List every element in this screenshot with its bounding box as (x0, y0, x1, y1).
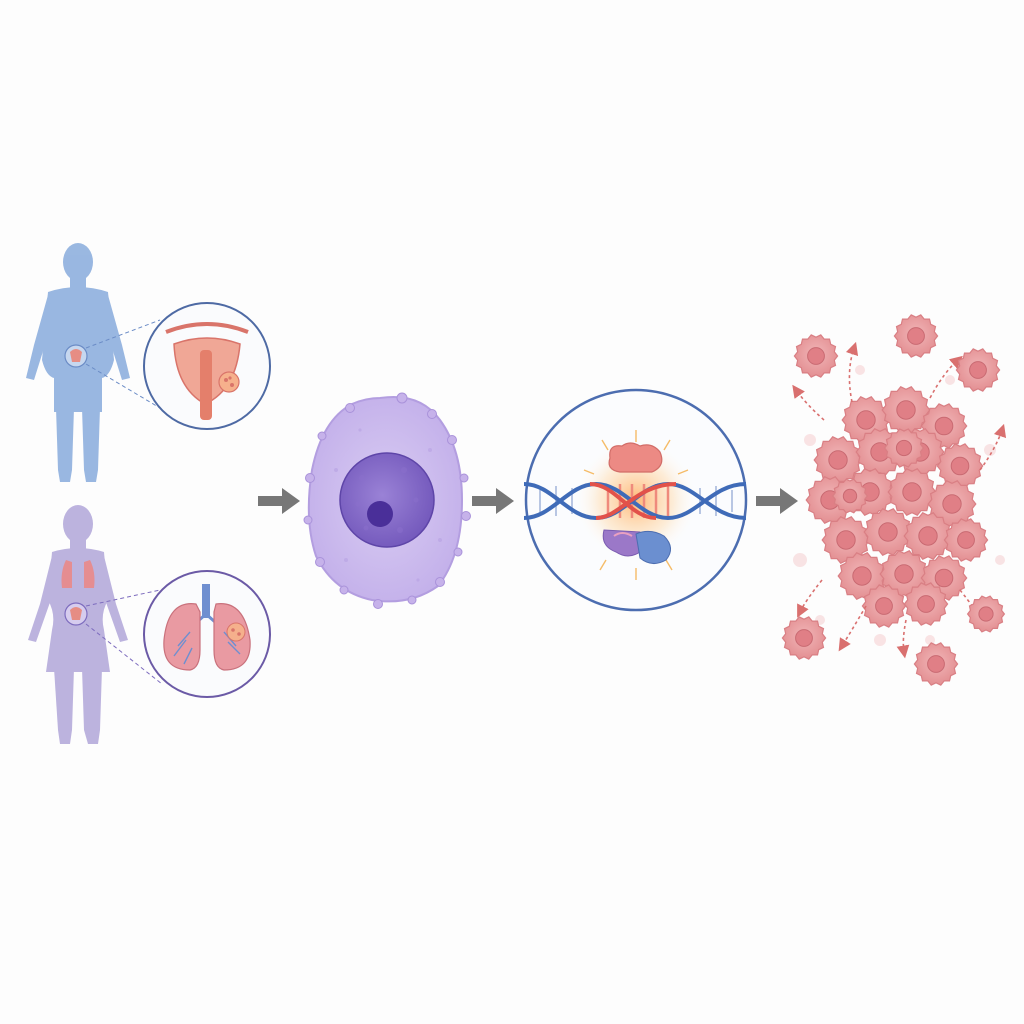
tumor-mass-icon (805, 386, 989, 628)
metastatic-cell-icon (966, 595, 1006, 633)
protein-complex-icon (602, 442, 671, 564)
tumor-cell (861, 584, 907, 628)
tumor-cell (879, 550, 929, 598)
metastatic-cells (781, 314, 1006, 686)
metastatic-cell-icon (781, 616, 827, 660)
arrow-3 (756, 488, 798, 514)
male-body-icon (26, 243, 130, 482)
tumor-cell (883, 428, 925, 468)
tumor-cell (936, 443, 984, 489)
tumor-cell (863, 508, 913, 556)
lung-magnified-icon (143, 570, 271, 698)
tumor-cell (943, 518, 989, 562)
tumor-cell (887, 468, 937, 516)
arrow-2 (472, 488, 514, 514)
tumor-cell (837, 552, 887, 600)
tumor-haze (793, 365, 1005, 646)
tumor-cell (903, 582, 949, 626)
metastatic-cell-icon (913, 642, 959, 686)
metastatic-cell-icon (893, 314, 939, 358)
metastatic-cell-icon (955, 348, 1001, 392)
dna-helix-icon (523, 481, 747, 521)
tumor-cell (881, 386, 931, 434)
tumor-cell (813, 436, 863, 484)
metastatic-cell-icon (793, 334, 839, 378)
nucleus-icon (339, 452, 435, 548)
female-body-icon (28, 505, 128, 744)
arrow-1 (258, 488, 300, 514)
prostate-magnified-icon (143, 302, 271, 430)
prostate-callout-lines (85, 319, 161, 409)
lung-callout-lines (85, 589, 163, 685)
tumor-cell (831, 478, 869, 514)
tumor-cell (903, 512, 953, 560)
